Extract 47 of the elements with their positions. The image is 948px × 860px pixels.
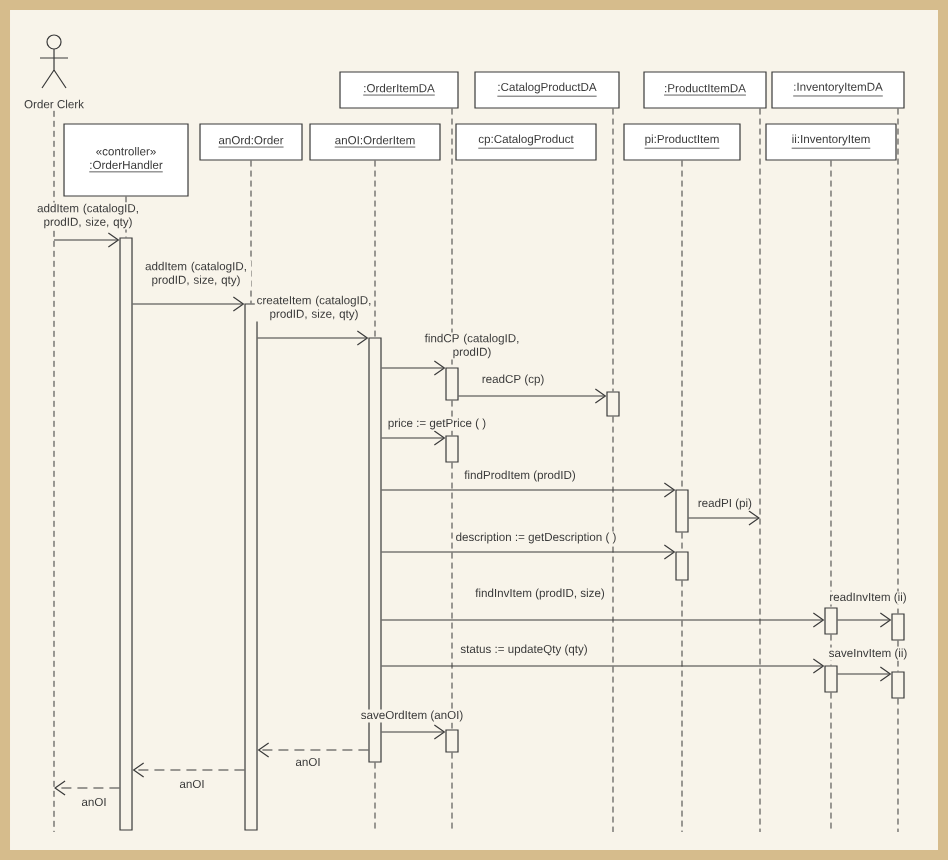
message-arrow xyxy=(54,780,120,796)
message-arrow xyxy=(688,510,760,526)
lifeline xyxy=(451,400,453,436)
lifeline xyxy=(612,416,614,833)
message-arrow xyxy=(837,666,892,682)
lifeline xyxy=(897,640,899,672)
activation-bar xyxy=(119,237,133,831)
message-arrow xyxy=(381,482,676,498)
activation-bar xyxy=(675,489,689,533)
message-arrow xyxy=(132,762,245,778)
activation-bar xyxy=(891,671,905,699)
lifeline xyxy=(897,698,899,833)
lifeline xyxy=(830,634,832,666)
lifeline xyxy=(451,462,453,730)
activation-bar xyxy=(445,367,459,401)
lifeline xyxy=(374,762,376,833)
message-arrow xyxy=(381,360,446,376)
message-arrow xyxy=(381,544,676,560)
lifeline xyxy=(681,532,683,552)
message-arrow xyxy=(837,612,892,628)
lifeline xyxy=(681,160,683,490)
activation-bar xyxy=(606,391,620,417)
message-arrow xyxy=(257,742,369,758)
lifeline xyxy=(759,108,761,833)
lifeline xyxy=(250,160,252,304)
message-arrow xyxy=(458,388,607,404)
lifeline xyxy=(897,108,899,614)
lifeline xyxy=(612,108,614,392)
lifeline xyxy=(451,752,453,833)
lifeline xyxy=(451,108,453,368)
message-arrow xyxy=(381,658,825,674)
message-arrow xyxy=(381,724,446,740)
activation-bar xyxy=(675,551,689,581)
message-arrow xyxy=(257,330,369,346)
activation-bar xyxy=(445,435,459,463)
activation-bar xyxy=(824,665,838,693)
lifeline xyxy=(681,580,683,833)
lifeline xyxy=(374,160,376,338)
activation-bar xyxy=(891,613,905,641)
lifeline xyxy=(830,692,832,833)
message-arrow xyxy=(53,232,120,248)
message-arrow xyxy=(381,430,446,446)
message-arrow xyxy=(132,296,245,312)
activation-bar xyxy=(445,729,459,753)
message-arrow xyxy=(381,612,825,628)
activation-bar xyxy=(824,607,838,635)
lifeline xyxy=(53,110,55,833)
